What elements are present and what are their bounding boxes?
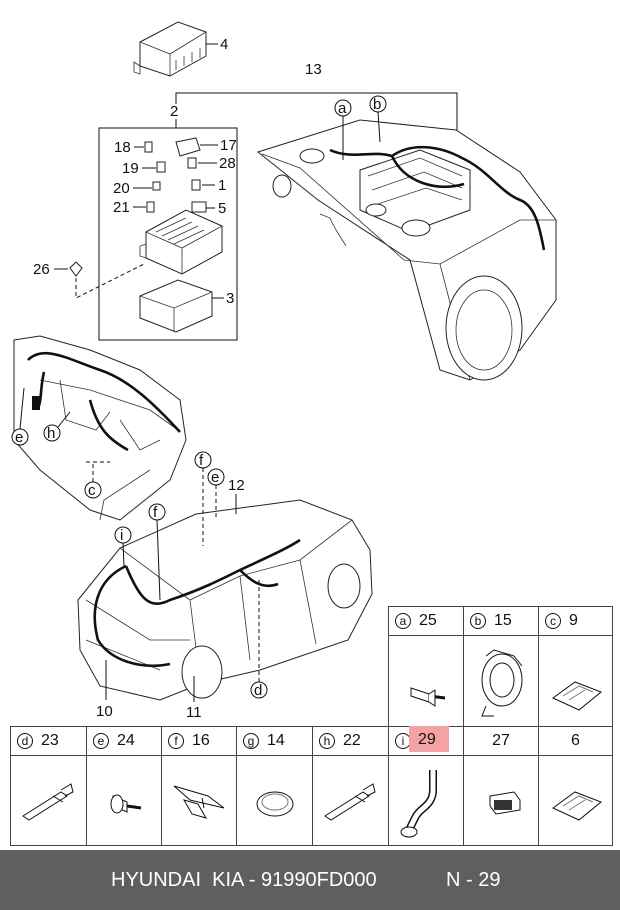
callout-11: 11 <box>186 704 202 721</box>
dash-harness <box>27 351 181 452</box>
footer-bar: HYUNDAI KIA - 91990FD000 N - 29 <box>0 850 620 910</box>
cell-header-h: h 22 <box>312 726 389 756</box>
callout-2: 2 <box>170 103 178 120</box>
part-number: 24 <box>117 732 135 749</box>
cell-header-b: b 15 <box>463 606 539 636</box>
callout-20: 20 <box>113 180 130 197</box>
cell-image-d <box>10 755 87 846</box>
part-number: 23 <box>41 732 59 749</box>
engine-bay-view <box>256 119 557 381</box>
callout-i: i <box>120 527 123 544</box>
callout-18: 18 <box>114 139 131 156</box>
cell-image-6 <box>538 755 613 846</box>
connector-icon <box>489 791 521 815</box>
junction-box-tray <box>139 279 213 333</box>
callout-3: 3 <box>226 290 234 307</box>
callout-26: 26 <box>33 261 50 278</box>
bolt-icon <box>410 687 446 707</box>
callout-c: c <box>88 482 96 499</box>
relay-box-cover <box>133 21 207 77</box>
cell-header-a: a 25 <box>388 606 464 636</box>
callout-1: 1 <box>218 177 226 194</box>
callout-10: 10 <box>96 703 113 720</box>
clip-icon <box>173 785 225 819</box>
callout-f-rear: f <box>153 504 158 521</box>
cell-image-e <box>86 755 162 846</box>
highlight-29 <box>409 726 449 752</box>
letter-badge: d <box>17 733 33 749</box>
footer-page: N - 29 <box>446 869 501 891</box>
callout-19: 19 <box>122 160 139 177</box>
cell-image-27 <box>463 755 539 846</box>
junction-box-frame <box>98 127 238 341</box>
part-number: 25 <box>419 612 437 629</box>
wiring-harness-diagram: 4 13 2 18 17 19 28 20 1 21 5 3 26 <box>11 21 557 721</box>
part-number: 15 <box>494 612 512 629</box>
letter-badge: b <box>470 613 486 629</box>
letter-badge: f <box>168 733 184 749</box>
callout-21: 21 <box>113 199 130 216</box>
cell-image-f <box>161 755 237 846</box>
cell-image-h <box>312 755 389 846</box>
parts-table: a 25 b 15 c 9 d 23 e 24 f 16 g 14 h 22 i <box>10 606 613 846</box>
cell-image-b <box>463 635 539 727</box>
callout-d: d <box>254 682 262 699</box>
callout-b: b <box>373 96 381 113</box>
part-number: 6 <box>571 732 580 749</box>
part-number: 14 <box>267 732 285 749</box>
body-harness <box>93 538 301 668</box>
callout-e: e <box>15 429 23 446</box>
part-number: 27 <box>492 732 510 749</box>
cable-tie-icon <box>324 783 376 821</box>
grommet-bracket-icon <box>481 649 523 717</box>
cell-header-g: g 14 <box>236 726 313 756</box>
junction-block <box>139 209 223 275</box>
part-number: 22 <box>343 732 361 749</box>
callout-f-top: f <box>199 452 204 469</box>
pad-icon <box>552 791 602 821</box>
part-number: 9 <box>569 612 578 629</box>
letter-badge: c <box>545 613 561 629</box>
cell-image-c <box>538 635 613 727</box>
letter-badge: a <box>395 613 411 629</box>
part-number: 16 <box>192 732 210 749</box>
letter-badge: g <box>243 733 259 749</box>
cell-image-i <box>388 755 464 846</box>
cell-image-g <box>236 755 313 846</box>
bolt-icon <box>110 794 142 814</box>
footer-part-code: HYUNDAI KIA - 91990FD000 <box>111 869 377 891</box>
callout-17: 17 <box>220 137 237 154</box>
callout-5: 5 <box>218 200 226 217</box>
callout-13: 13 <box>305 61 322 78</box>
callout-a: a <box>338 100 347 117</box>
callout-4: 4 <box>220 36 228 53</box>
pad-icon <box>552 681 602 711</box>
protector-tube-icon <box>400 770 437 838</box>
dashboard-view <box>13 335 187 521</box>
callout-h: h <box>47 425 55 442</box>
engine-harness <box>329 145 546 251</box>
letter-badge: h <box>319 733 335 749</box>
cell-header-f: f 16 <box>161 726 237 756</box>
cell-header-27: 27 <box>463 726 539 756</box>
callout-12: 12 <box>228 477 245 494</box>
callout-28: 28 <box>219 155 236 172</box>
callout-e-top: e <box>211 469 219 486</box>
cell-image-a <box>388 635 464 727</box>
letter-badge: e <box>93 733 109 749</box>
cell-header-d: d 23 <box>10 726 87 756</box>
cell-header-e: e 24 <box>86 726 162 756</box>
cell-header-c: c 9 <box>538 606 613 636</box>
part-number-29: 29 <box>418 731 436 748</box>
cable-tie-icon <box>22 783 74 821</box>
car-view <box>77 499 373 701</box>
plug-icon <box>256 791 294 817</box>
cell-header-6: 6 <box>538 726 613 756</box>
